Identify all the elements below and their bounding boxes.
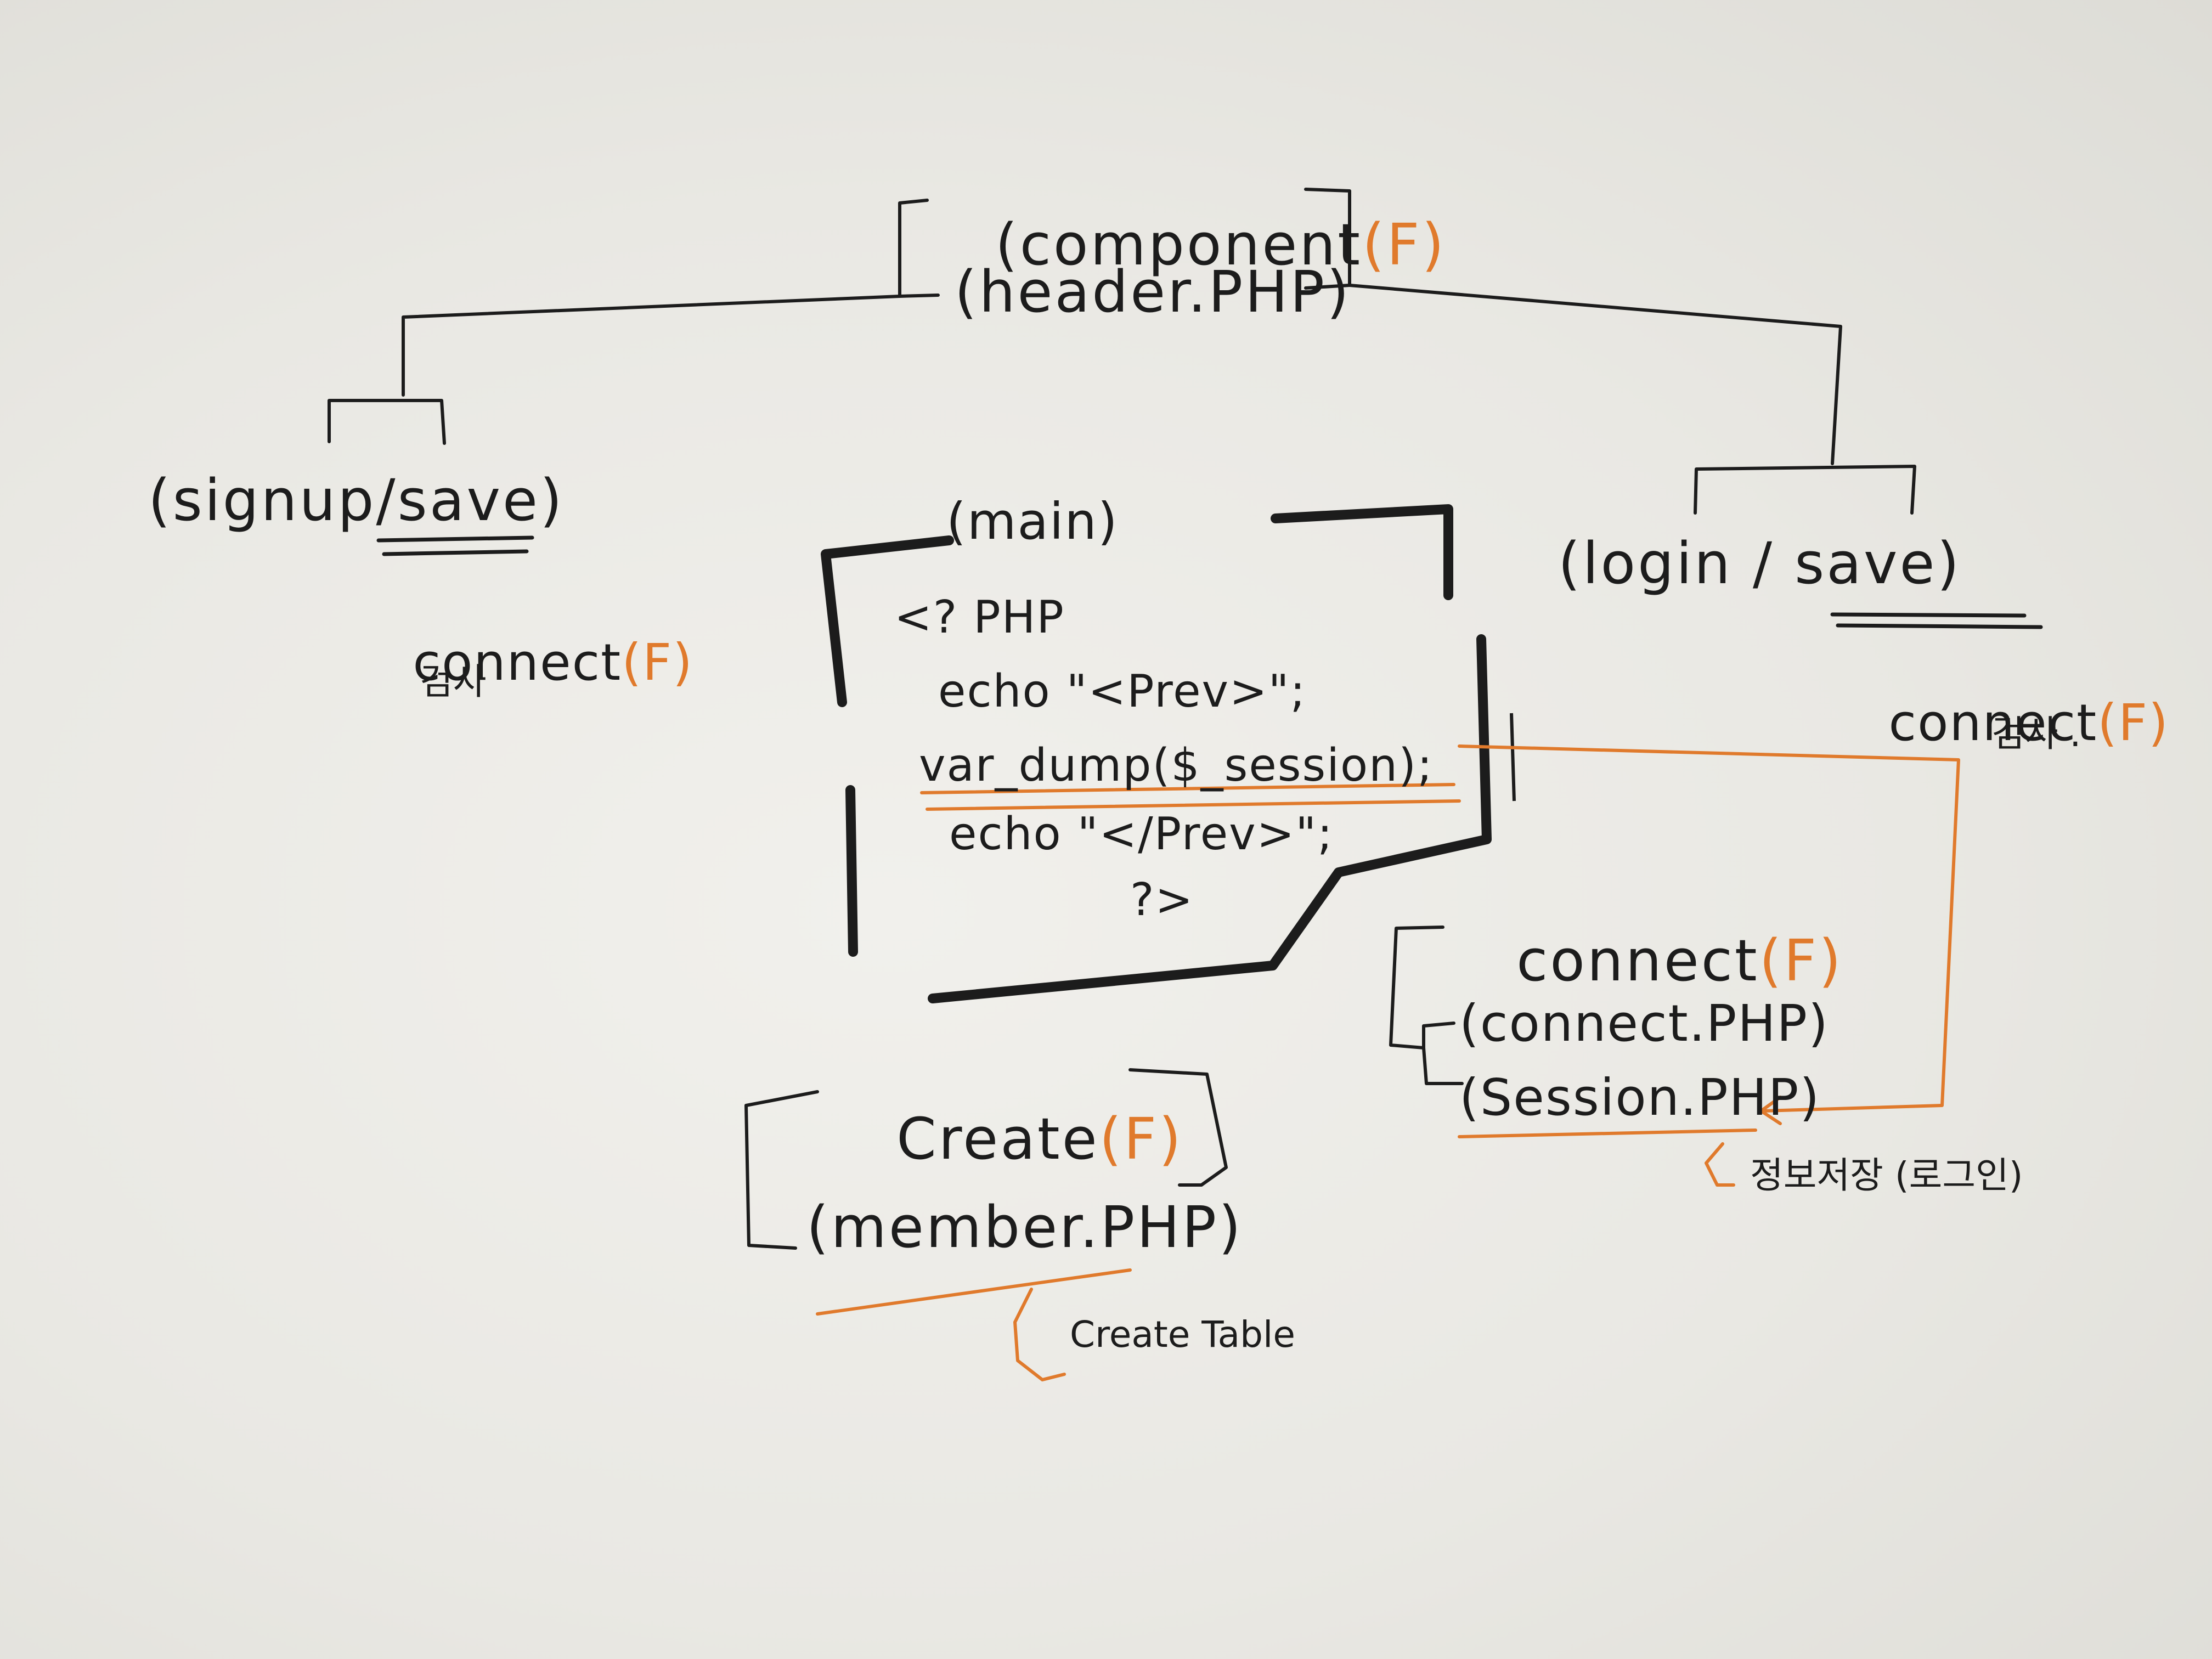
login-fork	[1694, 465, 1916, 515]
create-title-tag: (F)	[1099, 1105, 1183, 1172]
signup-title: (signup/save)	[148, 467, 565, 534]
root-title: (component(F)	[955, 159, 1446, 273]
root-bracket-right	[1304, 188, 1351, 290]
main-box-top-right	[1271, 504, 1453, 600]
signup-save-underline-2	[382, 549, 529, 556]
root-title-text: (component	[995, 211, 1363, 278]
root-file: (header.PHP)	[955, 258, 1351, 325]
session-arrowhead	[1759, 1096, 1782, 1125]
main-code-line-1: <? PHP	[894, 591, 1065, 644]
session-note-arrow	[1705, 1142, 1735, 1187]
connect-branch-2	[1422, 1046, 1464, 1085]
main-code-line-2: echo "<Prev>";	[938, 665, 1307, 718]
main-box-top-left	[821, 535, 954, 707]
connect-title-text: connect	[1516, 927, 1759, 994]
signup-connect-tag: (F)	[622, 633, 693, 692]
login-save-underline-2	[1836, 623, 2043, 629]
create-file: (member.PHP)	[806, 1194, 1243, 1261]
var-dump-underline	[920, 783, 1455, 794]
create-bracket-right	[1128, 1068, 1228, 1187]
session-underline	[1458, 1128, 1757, 1138]
create-note: Create Table	[1070, 1313, 1295, 1356]
root-title-tag: (F)	[1362, 211, 1447, 278]
member-underline	[816, 1268, 1132, 1316]
connect-bracket	[1389, 926, 1444, 1049]
connect-note: 정보저장 (로그인)	[1750, 1154, 2023, 1197]
signup-note: 검사	[420, 661, 487, 703]
login-save-underline-1	[1830, 612, 2027, 618]
main-box-right-bottom	[928, 634, 1492, 1003]
login-connect-tag: (F)	[2097, 693, 2169, 752]
main-box-inner	[1510, 713, 1516, 802]
edge-root-signup	[402, 295, 901, 397]
session-return-arrow	[1458, 744, 1960, 1113]
create-title-text: Create	[896, 1105, 1099, 1172]
login-title: (login / save)	[1558, 530, 1962, 597]
main-title: (main)	[946, 492, 1119, 551]
signup-save-underline-1	[376, 535, 534, 543]
signup-connect: connect(F)	[379, 587, 693, 688]
main-box-left-low	[845, 785, 858, 957]
login-connect: connect(F)	[1854, 647, 2169, 748]
root-bracket-left	[898, 199, 940, 298]
connect-title: connect(F)	[1476, 875, 1843, 989]
connect-branch-1	[1422, 1022, 1455, 1049]
var-dump-underline-2	[926, 799, 1461, 811]
create-title: Create(F)	[856, 1053, 1183, 1167]
signup-connect-text: connect	[413, 633, 622, 692]
main-code-line-5: ?>	[1130, 874, 1194, 926]
connect-file-1: (connect.PHP)	[1459, 994, 1829, 1053]
create-table-arrow	[1013, 1288, 1066, 1381]
main-code-line-4: echo "</Prev>";	[949, 808, 1334, 860]
connect-file-2: (Session.PHP)	[1459, 1068, 1821, 1127]
login-connect-text: connect	[1888, 693, 2098, 752]
connect-title-tag: (F)	[1759, 927, 1843, 994]
main-code-line-3: var_dump($_session);	[919, 740, 1434, 792]
signup-fork	[328, 399, 446, 445]
create-bracket-left	[744, 1090, 819, 1250]
edge-root-login	[1348, 284, 1842, 465]
login-note: 검사 .	[1991, 713, 2081, 755]
